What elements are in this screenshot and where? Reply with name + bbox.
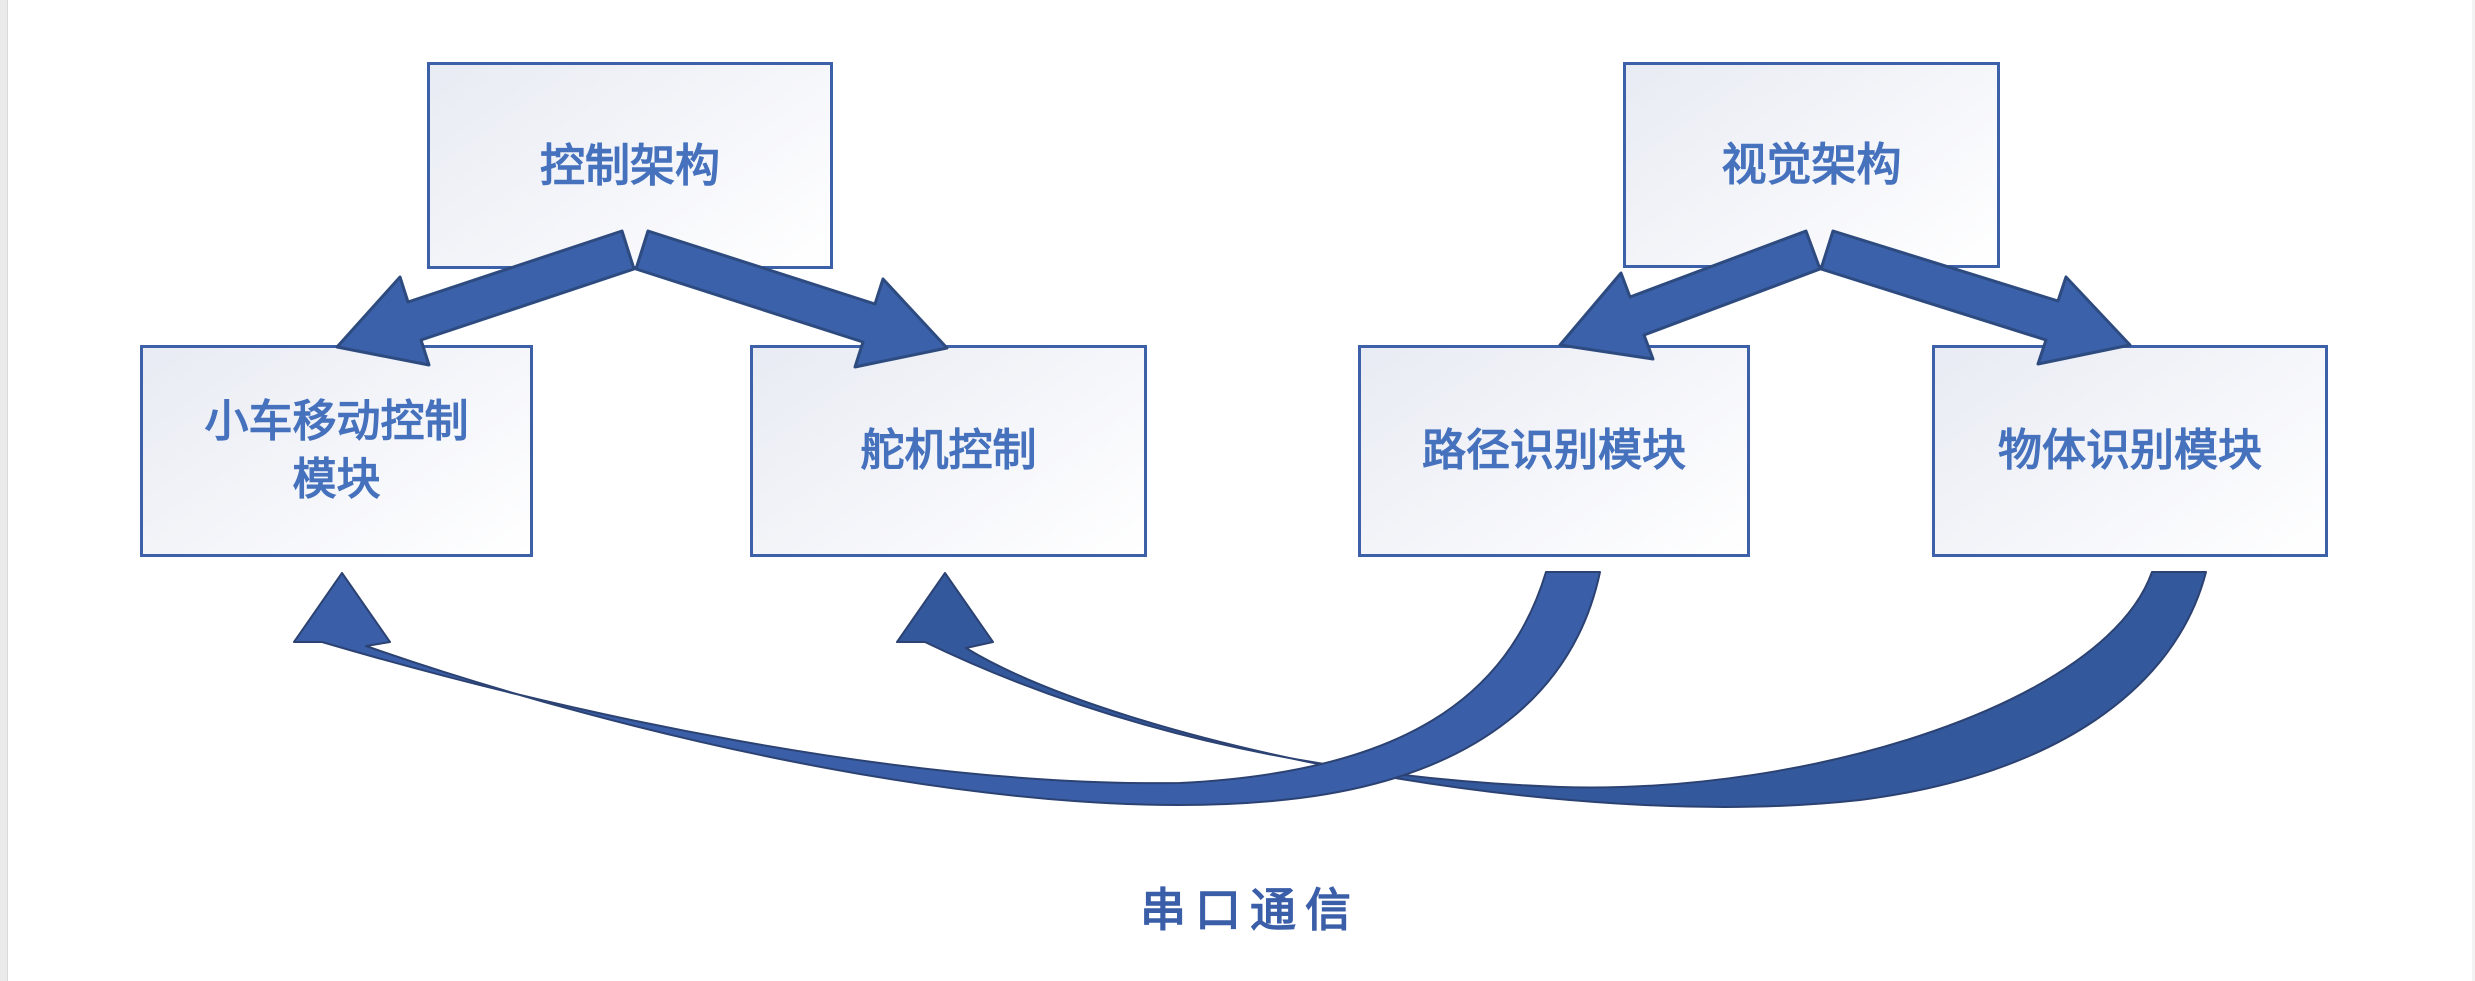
node-car-movement-control-module: 小车移动控制 模块 (140, 345, 533, 557)
node-object-recognition-module-label: 物体识别模块 (1998, 425, 2262, 475)
node-servo-control-label: 舵机控制 (860, 425, 1037, 475)
node-path-recognition-module: 路径识别模块 (1358, 345, 1750, 557)
curve-arrow-path-to-car (293, 571, 1601, 806)
node-path-recognition-module-label: 路径识别模块 (1422, 425, 1686, 475)
node-vision-architecture-label: 视觉架构 (1721, 139, 1902, 191)
serial-communication-label: 串口通信 (1140, 884, 1360, 936)
node-control-architecture-label: 控制架构 (539, 139, 720, 191)
node-servo-control: 舵机控制 (750, 345, 1147, 557)
node-vision-architecture: 视觉架构 (1623, 62, 2000, 268)
curve-arrow-object-to-servo (896, 571, 2207, 808)
page-right-edge (2472, 0, 2475, 981)
node-car-movement-control-module-label: 小车移动控制 模块 (204, 396, 469, 504)
node-control-architecture: 控制架构 (427, 62, 833, 269)
page-left-edge (0, 0, 8, 981)
node-object-recognition-module: 物体识别模块 (1932, 345, 2328, 557)
